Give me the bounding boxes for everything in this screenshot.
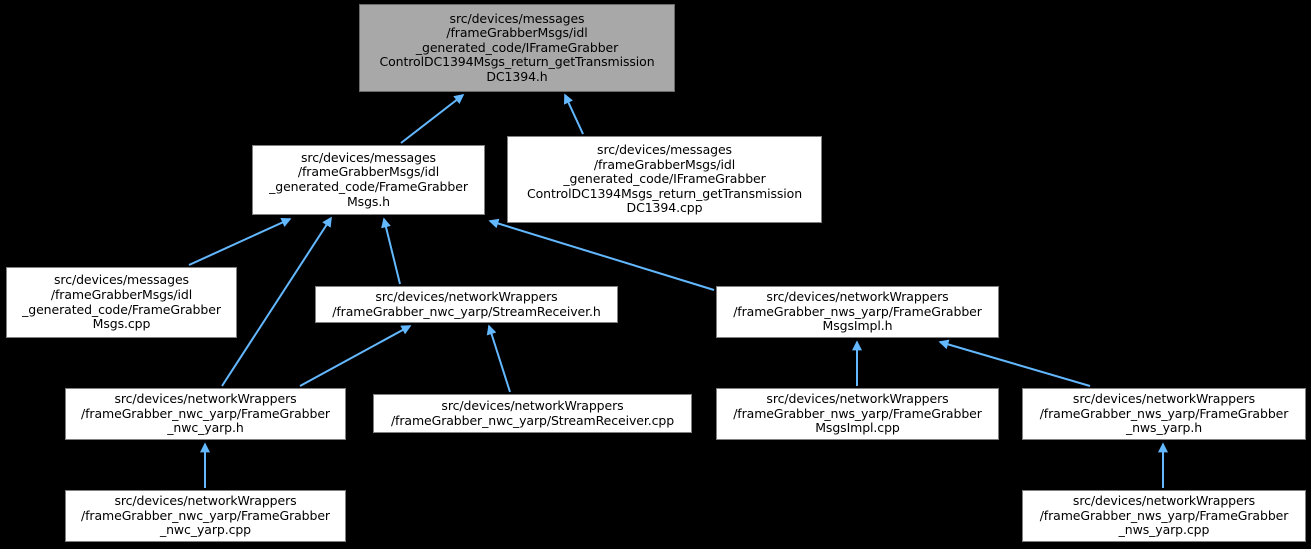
graph-node-framegrabber_nwc_yarp_cpp[interactable]: src/devices/networkWrappers /frameGrabbe… — [65, 490, 346, 542]
graph-node-framegrabbermsgs_h[interactable]: src/devices/messages /frameGrabberMsgs/i… — [252, 145, 485, 215]
graph-edge-framegrabbermsgs_cpp-to-framegrabbermsgs_h — [188, 217, 292, 266]
graph-edge-framegrabbermsgsimpl_h-to-framegrabbermsgs_h — [488, 218, 715, 291]
graph-node-streamreceiver_h[interactable]: src/devices/networkWrappers /frameGrabbe… — [315, 286, 618, 323]
graph-node-label: src/devices/networkWrappers /frameGrabbe… — [81, 493, 330, 538]
graph-edge-iframegrabber_cpp-to-iframegrabber_h — [563, 93, 584, 135]
graph-node-label: src/devices/messages /frameGrabberMsgs/i… — [526, 142, 803, 216]
graph-node-label: src/devices/networkWrappers /frameGrabbe… — [332, 288, 601, 319]
graph-node-label: src/devices/networkWrappers /frameGrabbe… — [733, 391, 982, 436]
graph-edge-framegrabber_nwc_yarp_h-to-streamreceiver_h — [299, 325, 412, 387]
graph-node-label: src/devices/networkWrappers /frameGrabbe… — [733, 289, 982, 334]
graph-edge-framegrabbermsgs_h-to-iframegrabber_h — [400, 94, 465, 144]
graph-node-label: src/devices/messages /frameGrabberMsgs/i… — [379, 10, 655, 84]
graph-node-label: src/devices/networkWrappers /frameGrabbe… — [1039, 493, 1289, 538]
graph-node-framegrabbermsgs_cpp[interactable]: src/devices/messages /frameGrabberMsgs/i… — [6, 267, 237, 338]
graph-node-iframegrabber_cpp[interactable]: src/devices/messages /frameGrabberMsgs/i… — [507, 136, 822, 223]
graph-node-label: src/devices/networkWrappers /frameGrabbe… — [81, 391, 330, 436]
graph-node-label: src/devices/messages /frameGrabberMsgs/i… — [22, 272, 221, 332]
graph-node-framegrabbermsgsimpl_cpp[interactable]: src/devices/networkWrappers /frameGrabbe… — [716, 388, 999, 440]
graph-edge-streamreceiver_h-to-framegrabbermsgs_h — [381, 217, 401, 285]
graph-node-framegrabber_nws_yarp_h[interactable]: src/devices/networkWrappers /frameGrabbe… — [1022, 388, 1306, 440]
graph-node-label: src/devices/networkWrappers /frameGrabbe… — [1039, 391, 1289, 436]
graph-edge-streamreceiver_cpp-to-streamreceiver_h — [486, 324, 511, 393]
graph-node-streamreceiver_cpp[interactable]: src/devices/networkWrappers /frameGrabbe… — [373, 394, 692, 433]
graph-node-iframegrabber_h[interactable]: src/devices/messages /frameGrabberMsgs/i… — [359, 4, 675, 92]
graph-node-framegrabber_nwc_yarp_h[interactable]: src/devices/networkWrappers /frameGrabbe… — [65, 388, 346, 440]
graph-node-label: src/devices/networkWrappers /frameGrabbe… — [390, 397, 675, 428]
graph-node-label: src/devices/messages /frameGrabberMsgs/i… — [269, 149, 468, 209]
graph-node-framegrabbermsgsimpl_h[interactable]: src/devices/networkWrappers /frameGrabbe… — [716, 286, 999, 338]
graph-edge-framegrabber_nws_yarp_h-to-framegrabbermsgsimpl_h — [938, 339, 1091, 387]
graph-node-framegrabber_nws_yarp_cpp[interactable]: src/devices/networkWrappers /frameGrabbe… — [1022, 490, 1306, 542]
